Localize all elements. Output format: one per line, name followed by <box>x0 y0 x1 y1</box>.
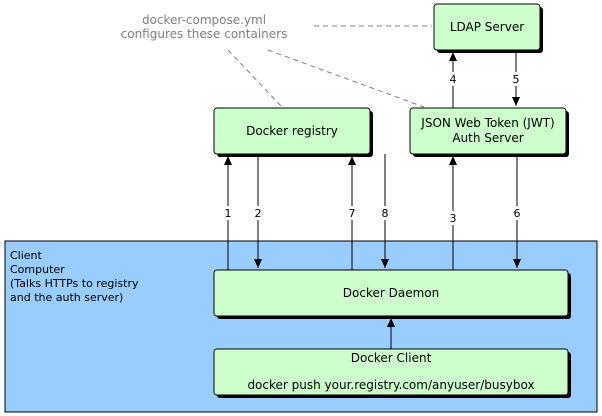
client-area-label-4: and the auth server) <box>10 291 123 304</box>
jwt-auth-label-2: Auth Server <box>452 131 523 145</box>
client-area-label-3: (Talks HTTPs to registry <box>10 277 139 290</box>
docker-daemon-label: Docker Daemon <box>343 286 439 300</box>
step-label-1: 1 <box>225 207 232 220</box>
step-label-8: 8 <box>382 207 389 220</box>
step-label-2: 2 <box>255 207 262 220</box>
step-label-5: 5 <box>513 73 520 86</box>
ldap-server-label: LDAP Server <box>450 20 524 34</box>
docker-registry-box: Docker registry <box>213 107 371 155</box>
step-label-7: 7 <box>349 207 356 220</box>
step-label-4: 4 <box>450 73 457 86</box>
docker-daemon-box: Docker Daemon <box>213 269 569 317</box>
client-area-label-1: Client <box>10 249 43 262</box>
step-label-6: 6 <box>514 207 521 220</box>
note-line-1: docker-compose.yml <box>142 13 266 27</box>
docker-registry-label: Docker registry <box>246 124 338 138</box>
note-connector-auth <box>267 49 425 108</box>
jwt-auth-label-1: JSON Web Token (JWT) <box>420 116 554 130</box>
note-connectors <box>227 25 432 108</box>
compose-note: docker-compose.yml configures these cont… <box>121 13 288 41</box>
ldap-server-box: LDAP Server <box>433 3 541 51</box>
docker-client-command: docker push your.registry.com/anyuser/bu… <box>247 378 534 392</box>
step-labels: 1 2 7 8 3 6 4 5 <box>220 72 525 225</box>
docker-client-title: Docker Client <box>351 351 432 365</box>
step-label-3: 3 <box>450 212 457 225</box>
client-area-label-2: Computer <box>10 263 65 276</box>
note-connector-registry <box>227 49 283 108</box>
docker-client-box: Docker Client docker push your.registry.… <box>213 348 569 396</box>
jwt-auth-server-box: JSON Web Token (JWT) Auth Server <box>409 107 567 155</box>
note-line-2: configures these containers <box>121 27 288 41</box>
